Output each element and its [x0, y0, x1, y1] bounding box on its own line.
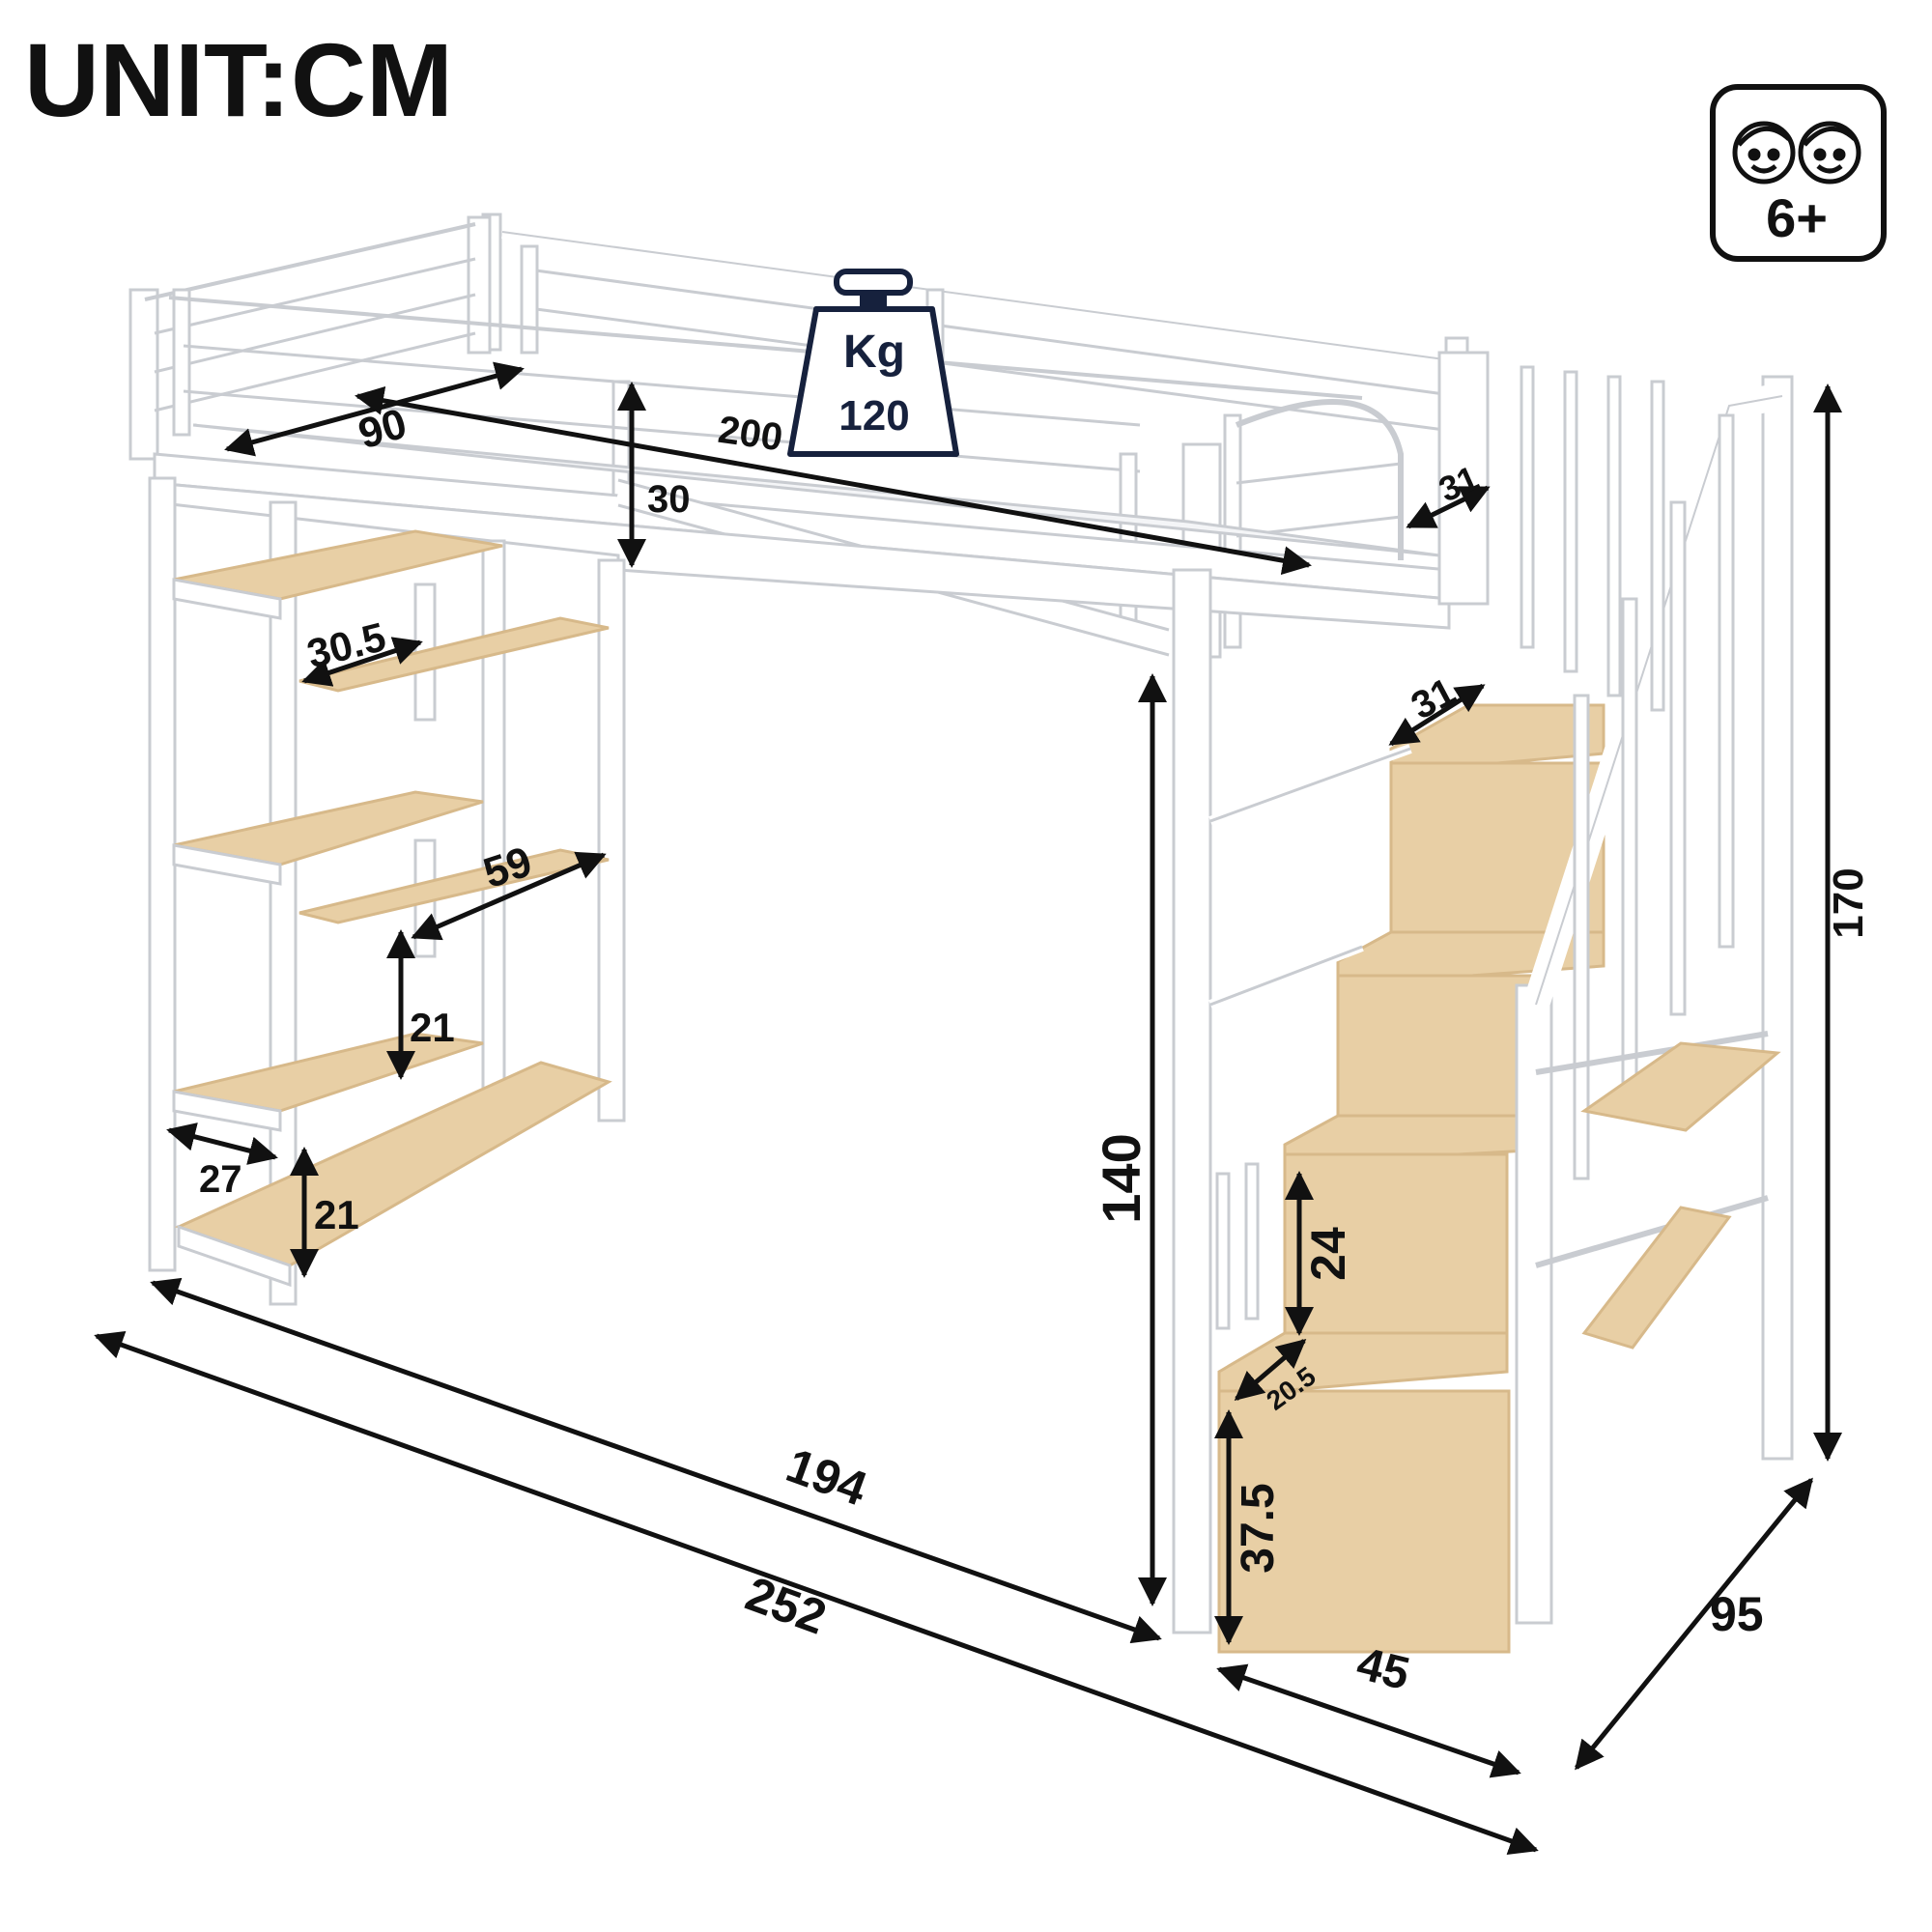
left-end-rail: [128, 215, 492, 461]
dim-total-length: 252: [739, 1566, 834, 1644]
dim-total-width: 95: [1710, 1587, 1764, 1641]
dim-stair-width: 45: [1351, 1638, 1414, 1700]
dim-line-shelf-width: [301, 637, 423, 687]
dimension-lines: [94, 361, 1842, 1856]
weight-unit: Kg: [843, 327, 905, 378]
age-badge-text: 6+: [1766, 187, 1828, 248]
dim-mattress-length: 200: [716, 409, 785, 460]
dim-line-underbed-length: [150, 1277, 1162, 1644]
dim-line-shelf-length: [411, 851, 607, 941]
age-badge: 6+: [1710, 84, 1887, 262]
dim-under-bed-clearance: 140: [1091, 1133, 1151, 1223]
dim-line-total-width: [1575, 1477, 1813, 1771]
dim-shelf-gap-lower: 21: [314, 1192, 359, 1237]
dim-bottom-step-height: 37.5: [1233, 1483, 1284, 1573]
dim-line-total-length: [94, 1330, 1539, 1856]
dim-shelf-depth: 27: [199, 1158, 242, 1201]
dim-line-mattress-length: [355, 385, 1312, 576]
dim-total-height: 170: [1825, 867, 1872, 938]
dim-line-stair-top-depth: [1406, 485, 1491, 529]
unit-label: UNIT:CM: [24, 21, 453, 138]
right-legs: [1172, 351, 1794, 1634]
dimension-labels: 90 200 30 31 31 30.5 59 21 27 21 140 170…: [199, 400, 1872, 1700]
dim-line-stair-step-depth: [1388, 683, 1486, 747]
dim-guardrail-height: 30: [647, 478, 691, 521]
dim-shelf-gap-upper: 21: [410, 1005, 455, 1050]
dim-underbed-length: 194: [780, 1437, 874, 1516]
dim-line-shelf-depth: [166, 1122, 278, 1165]
weight-value: 120: [838, 392, 909, 440]
dim-step-height: 24: [1301, 1227, 1355, 1281]
two-children-faces-icon: [1732, 121, 1861, 185]
